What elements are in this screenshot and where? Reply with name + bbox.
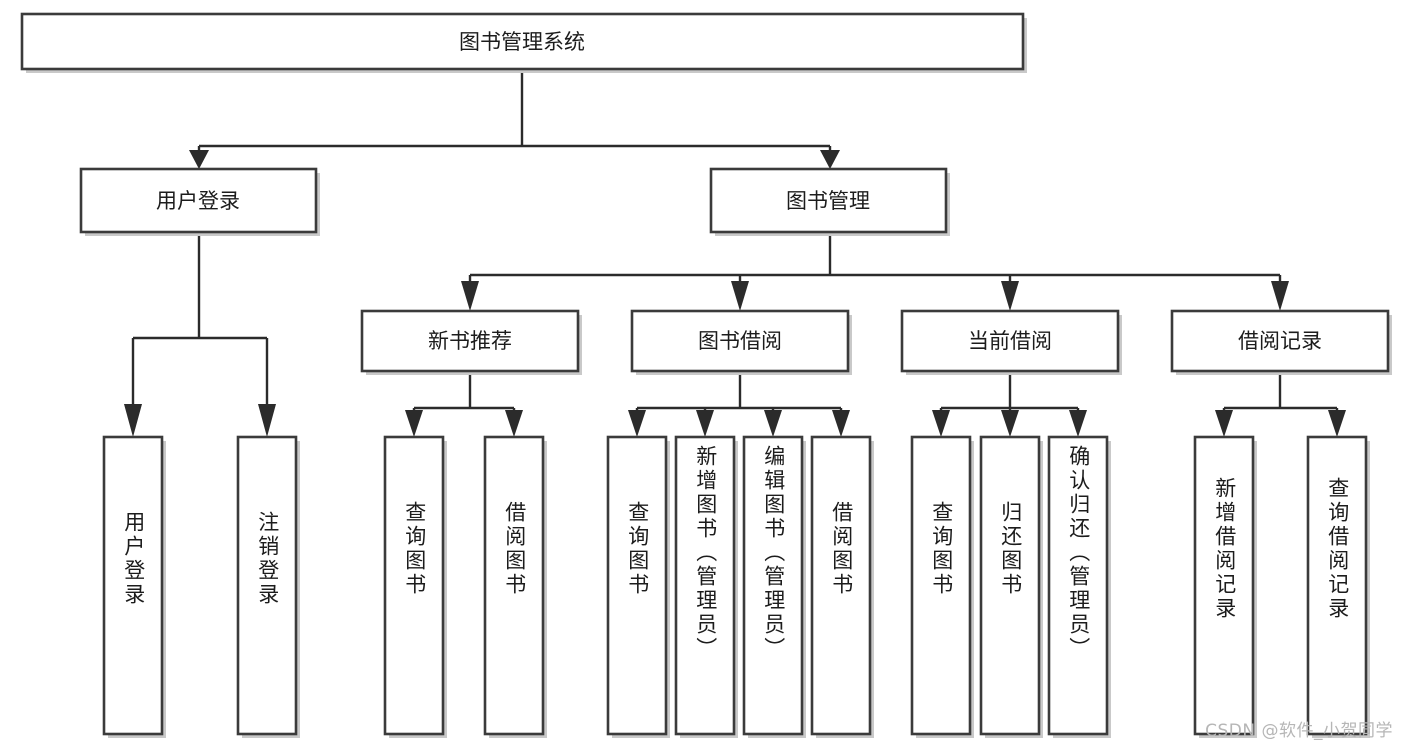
leaf-box bbox=[742, 435, 804, 736]
leaf-box bbox=[810, 435, 872, 736]
leaf-box bbox=[383, 435, 445, 736]
node-root[interactable]: 图书管理系统 bbox=[20, 12, 1027, 73]
arrowhead-bb-leaf-2 bbox=[696, 410, 714, 437]
node-root-label: 图书管理系统 bbox=[459, 30, 585, 54]
node-user-login[interactable]: 用户登录 bbox=[79, 167, 320, 236]
node-book-manage[interactable]: 图书管理 bbox=[709, 167, 950, 236]
leaf-node-bb-edit-book[interactable] bbox=[742, 435, 806, 738]
leaf-node-br-query-record[interactable] bbox=[1306, 435, 1370, 738]
node-borrow-record-label: 借阅记录 bbox=[1238, 329, 1322, 353]
leaf-box bbox=[1047, 435, 1109, 736]
leaf-box bbox=[102, 435, 164, 736]
leaf-node-cb-confirm-return[interactable] bbox=[1047, 435, 1111, 738]
leaf-node-bb-borrow-book[interactable] bbox=[810, 435, 874, 738]
leaf-box bbox=[483, 435, 545, 736]
leaf-box bbox=[236, 435, 298, 736]
leaf-box bbox=[910, 435, 972, 736]
leaf-box bbox=[1193, 435, 1255, 736]
arrowhead-book-borrow bbox=[731, 281, 749, 311]
arrowhead-leaf-logout bbox=[258, 404, 276, 437]
arrowhead-bb-leaf-4 bbox=[832, 410, 850, 437]
arrowhead-book-manage bbox=[820, 150, 840, 169]
arrowhead-new-book-recommend bbox=[461, 281, 479, 311]
leaf-node-bb-add-book[interactable] bbox=[674, 435, 738, 738]
node-current-borrow[interactable]: 当前借阅 bbox=[900, 309, 1122, 375]
node-book-borrow-box bbox=[630, 309, 850, 373]
leaf-node-nbr-query-book[interactable] bbox=[383, 435, 447, 738]
leaf-node-cb-query-book[interactable] bbox=[910, 435, 974, 738]
leaf-node-bb-query-book[interactable] bbox=[606, 435, 670, 738]
arrowhead-borrow-record bbox=[1271, 281, 1289, 311]
leaf-node-cb-return-book[interactable] bbox=[979, 435, 1043, 738]
arrowhead-leaf-user-login bbox=[124, 404, 142, 437]
arrowhead-nbr-leaf-2 bbox=[505, 410, 523, 437]
arrowhead-user-login bbox=[189, 150, 209, 169]
node-new-book-recommend[interactable]: 新书推荐 bbox=[360, 309, 582, 375]
arrowhead-cb-leaf-1 bbox=[932, 410, 950, 437]
leaf-box bbox=[979, 435, 1041, 736]
leaf-node-user-login-logout[interactable] bbox=[236, 435, 300, 738]
node-current-borrow-label: 当前借阅 bbox=[968, 329, 1052, 353]
node-book-manage-box bbox=[709, 167, 948, 234]
node-root-box bbox=[20, 12, 1025, 71]
node-new-book-recommend-label: 新书推荐 bbox=[428, 329, 512, 353]
arrowhead-cb-leaf-2 bbox=[1001, 410, 1019, 437]
leaf-node-nbr-borrow-book[interactable] bbox=[483, 435, 547, 738]
arrowhead-nbr-leaf-1 bbox=[405, 410, 423, 437]
arrowhead-br-leaf-2 bbox=[1328, 410, 1346, 437]
arrowhead-bb-leaf-3 bbox=[764, 410, 782, 437]
arrowhead-current-borrow bbox=[1001, 281, 1019, 311]
arrowhead-cb-leaf-3 bbox=[1069, 410, 1087, 437]
node-user-login-box bbox=[79, 167, 318, 234]
node-borrow-record-box bbox=[1170, 309, 1390, 373]
leaf-box bbox=[674, 435, 736, 736]
node-book-borrow-label: 图书借阅 bbox=[698, 329, 782, 353]
node-current-borrow-box bbox=[900, 309, 1120, 373]
connector-layer bbox=[124, 69, 1346, 437]
leaf-node-user-login-login[interactable] bbox=[102, 435, 166, 738]
arrowhead-br-leaf-1 bbox=[1215, 410, 1233, 437]
leaf-node-br-add-record[interactable] bbox=[1193, 435, 1257, 738]
arrowhead-bb-leaf-1 bbox=[628, 410, 646, 437]
node-book-manage-label: 图书管理 bbox=[786, 189, 870, 213]
csdn-watermark: CSDN @软件_小贺同学 bbox=[1205, 721, 1393, 741]
node-new-book-recommend-box bbox=[360, 309, 580, 373]
node-borrow-record[interactable]: 借阅记录 bbox=[1170, 309, 1392, 375]
leaf-box bbox=[1306, 435, 1368, 736]
node-user-login-label: 用户登录 bbox=[156, 189, 240, 213]
leaf-box bbox=[606, 435, 668, 736]
node-book-borrow[interactable]: 图书借阅 bbox=[630, 309, 852, 375]
